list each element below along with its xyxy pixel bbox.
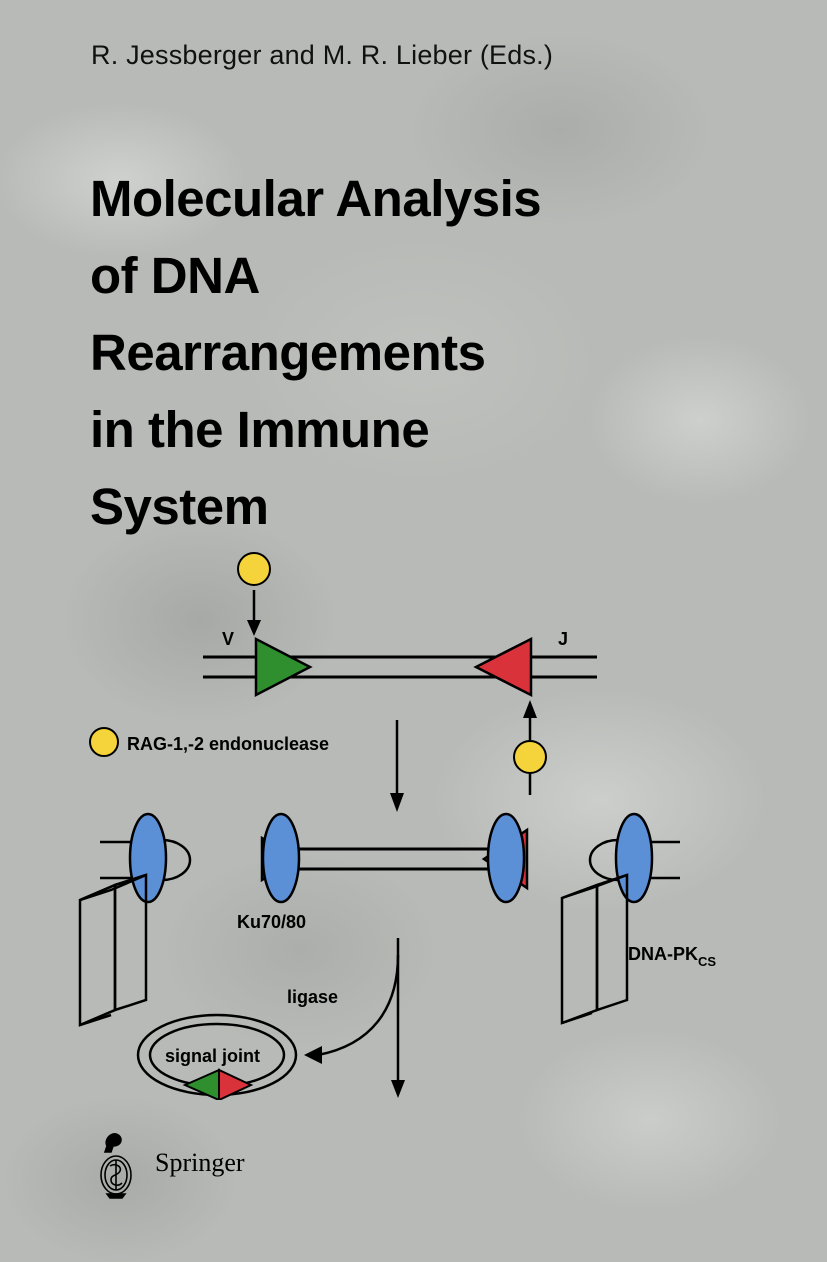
title-line: Rearrangements <box>90 324 486 381</box>
right-ku-ellipse <box>614 812 654 904</box>
rag-circle-top <box>237 552 271 586</box>
editors: R. Jessberger and M. R. Lieber (Eds.) <box>91 40 554 70</box>
dnapk-label: DNA-PKCS <box>628 944 716 969</box>
label-v: V <box>222 629 234 649</box>
middle-ku-left <box>261 812 301 904</box>
dnapk-sub: CS <box>698 954 716 969</box>
red-signal-triangle <box>473 636 533 698</box>
title-line: Molecular Analysis <box>90 170 542 227</box>
book-title: Molecular Analysis of DNA Rearrangements… <box>90 160 790 545</box>
ku-label: Ku70/80 <box>237 912 306 932</box>
title-line: in the Immune <box>90 401 430 458</box>
recombination-diagram: V J RAG-1,-2 endonuclease Ku70/80 DNA-PK… <box>78 552 716 1100</box>
publisher: Springer <box>93 1130 313 1200</box>
dnapk-main: DNA-PK <box>628 944 698 964</box>
signal-joint-label: signal joint <box>165 1046 260 1066</box>
label-j: J <box>558 629 568 649</box>
springer-knight-icon <box>100 1133 132 1199</box>
publisher-name: Springer <box>155 1148 245 1177</box>
green-signal-triangle <box>254 636 313 698</box>
title-line: System <box>90 478 269 535</box>
right-dnapk-box <box>560 873 629 1025</box>
rag-circle-right <box>513 740 547 774</box>
middle-ku-right <box>486 812 526 904</box>
left-ku-ellipse <box>128 812 168 904</box>
signal-joint-red <box>218 1068 254 1100</box>
rag-legend-label: RAG-1,-2 endonuclease <box>127 734 329 754</box>
left-dnapk-box <box>78 873 148 1027</box>
ligase-label: ligase <box>287 987 338 1007</box>
ligase-curve <box>317 954 400 1057</box>
rag-legend-icon <box>89 727 119 757</box>
title-line: of DNA <box>90 247 260 304</box>
